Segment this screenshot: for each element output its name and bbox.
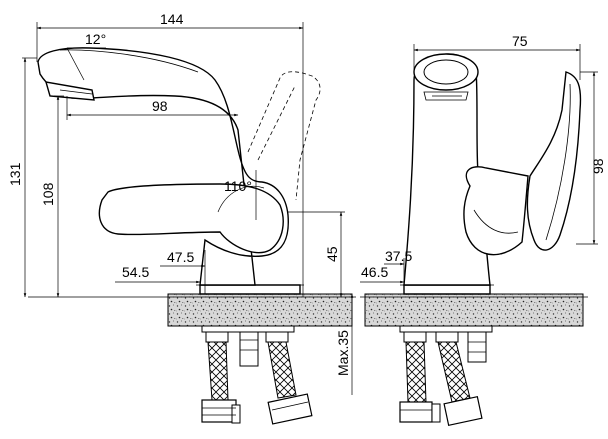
side-view: 75 98 37.5 46.5 xyxy=(360,33,606,427)
dim-offset-47: 47.5 xyxy=(167,249,194,265)
dim-side-height: 98 xyxy=(590,158,606,174)
dim-side-offset-46: 46.5 xyxy=(361,264,388,280)
dim-offset-54: 54.5 xyxy=(122,264,149,280)
front-hoses xyxy=(201,325,313,425)
dim-front-total-width: 144 xyxy=(160,11,184,27)
dim-total-height: 131 xyxy=(7,162,23,186)
front-faucet-base xyxy=(199,284,301,295)
side-lever xyxy=(526,71,582,251)
front-view: 144 12° 98 131 108 110° 45 47.5 54.5 xyxy=(7,11,356,425)
dim-lever-angle: 110° xyxy=(224,178,252,194)
front-lever-rotated xyxy=(247,71,321,201)
side-hoses xyxy=(399,325,493,427)
side-countertop xyxy=(364,293,584,327)
dim-spout-reach: 98 xyxy=(152,98,168,114)
dim-max-thickness: Max.35 xyxy=(335,330,351,376)
front-countertop xyxy=(167,293,353,327)
dim-side-offset-37: 37.5 xyxy=(385,248,412,264)
dim-side-width: 75 xyxy=(512,33,528,49)
dim-spout-angle: 12° xyxy=(85,31,106,47)
dim-spout-height: 108 xyxy=(40,182,56,206)
front-faucet-body xyxy=(37,47,289,286)
dim-lever-height: 45 xyxy=(324,246,340,262)
front-lever xyxy=(98,183,284,254)
